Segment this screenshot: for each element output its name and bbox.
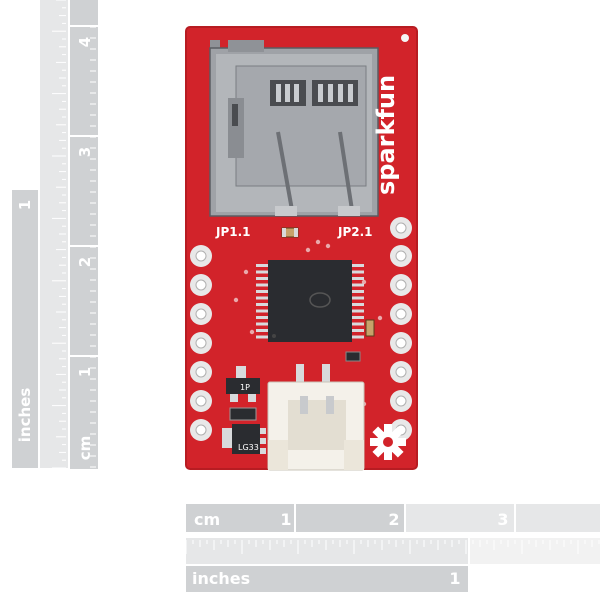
ruler-h-in-unit: inches [192, 569, 250, 588]
left-header-pins [190, 245, 212, 441]
transistor-label: 1P [240, 383, 250, 392]
ruler-h-cm-tick-2: 2 [388, 510, 399, 529]
horizontal-ruler-inches: inches 1 [185, 538, 600, 592]
horizontal-ruler-cm: cm 1 2 3 [186, 504, 600, 532]
ruler-cm-tick-3: 3 [76, 147, 94, 157]
vertical-ruler-inches: 1 inches [12, 0, 68, 469]
ruler-h-cm-tick-3: 3 [497, 510, 508, 529]
regulator-label: LG33 [238, 443, 259, 452]
microsd-socket [209, 40, 379, 217]
jst-connector [267, 364, 365, 471]
main-ic-chip [256, 260, 364, 342]
vertical-ruler-cm: 4 3 2 1 cm [70, 0, 98, 469]
ruler-h-cm-tick-1: 1 [280, 510, 291, 529]
ruler-cm-tick-2: 2 [76, 257, 94, 267]
transistor: 1P [226, 366, 260, 402]
ruler-in-unit: inches [16, 388, 34, 443]
ruler-h-cm-unit: cm [194, 510, 220, 529]
ruler-cm-tick-4: 4 [76, 37, 94, 47]
ruler-cm-unit: cm [76, 436, 94, 461]
voltage-regulator: LG33 [222, 424, 266, 454]
open-hardware-gear-icon [370, 424, 406, 460]
header-right-label: JP2.1 [337, 225, 373, 239]
ruler-h-in-tick-1: 1 [449, 569, 460, 588]
header-left-label: JP1.1 [215, 225, 251, 239]
brand-text: sparkfun [372, 75, 400, 195]
ruler-in-tick-1: 1 [16, 200, 34, 210]
ruler-cm-tick-1: 1 [76, 367, 94, 377]
pcb-board: sparkfun JP1.1 JP2.1 [185, 26, 418, 471]
